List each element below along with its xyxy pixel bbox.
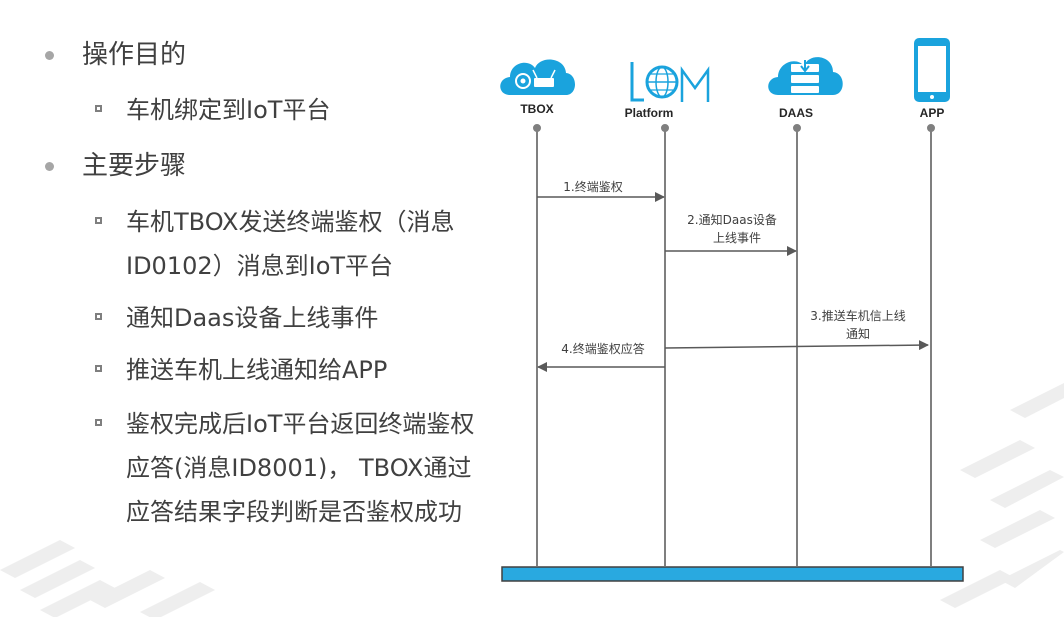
bullet-text: 主要步骤 xyxy=(82,151,187,181)
bullet-text: 车机TBOX发送终端鉴权（消息ID0102）消息到IoT平台 xyxy=(126,208,455,280)
bullet-text: 车机绑定到IoT平台 xyxy=(126,96,331,124)
bullet-square-icon xyxy=(95,419,102,426)
message-arrow-3 xyxy=(664,340,929,351)
bullet-square-icon xyxy=(95,365,102,372)
bullet-dot-icon xyxy=(45,162,54,171)
bullet-text: 鉴权完成后IoT平台返回终端鉴权应答(消息ID8001)， TBOX通过应答结果… xyxy=(126,410,475,526)
bullet-square-icon xyxy=(95,105,102,112)
message-label-2: 上线事件 xyxy=(713,231,761,245)
actor-label-platform: Platform xyxy=(625,106,674,120)
bullet-text: 操作目的 xyxy=(82,40,187,70)
bullet-square-icon xyxy=(95,217,102,224)
message-label-4: 4.终端鉴权应答 xyxy=(561,341,644,356)
platform-logo-icon xyxy=(630,62,710,102)
bullet-dot-icon xyxy=(45,51,54,60)
cloud-router-icon xyxy=(500,59,575,95)
smartphone-icon xyxy=(914,38,950,102)
message-label-3: 3.推送车机信上线 xyxy=(810,308,905,323)
bullet-square-icon xyxy=(95,313,102,320)
actor-label-daas: DAAS xyxy=(779,106,813,120)
message-label-1: 1.终端鉴权 xyxy=(563,179,622,194)
message-label-3: 通知 xyxy=(846,327,870,341)
cloud-server-icon xyxy=(768,57,843,95)
message-label-2: 2.通知Daas设备 xyxy=(687,213,777,227)
actor-label-tbox: TBOX xyxy=(520,102,553,116)
bullet-text: 通知Daas设备上线事件 xyxy=(126,304,379,332)
actor-label-app: APP xyxy=(920,106,945,120)
diagram-base-bar xyxy=(501,566,964,582)
bullet-text: 推送车机上线通知给APP xyxy=(126,356,388,384)
